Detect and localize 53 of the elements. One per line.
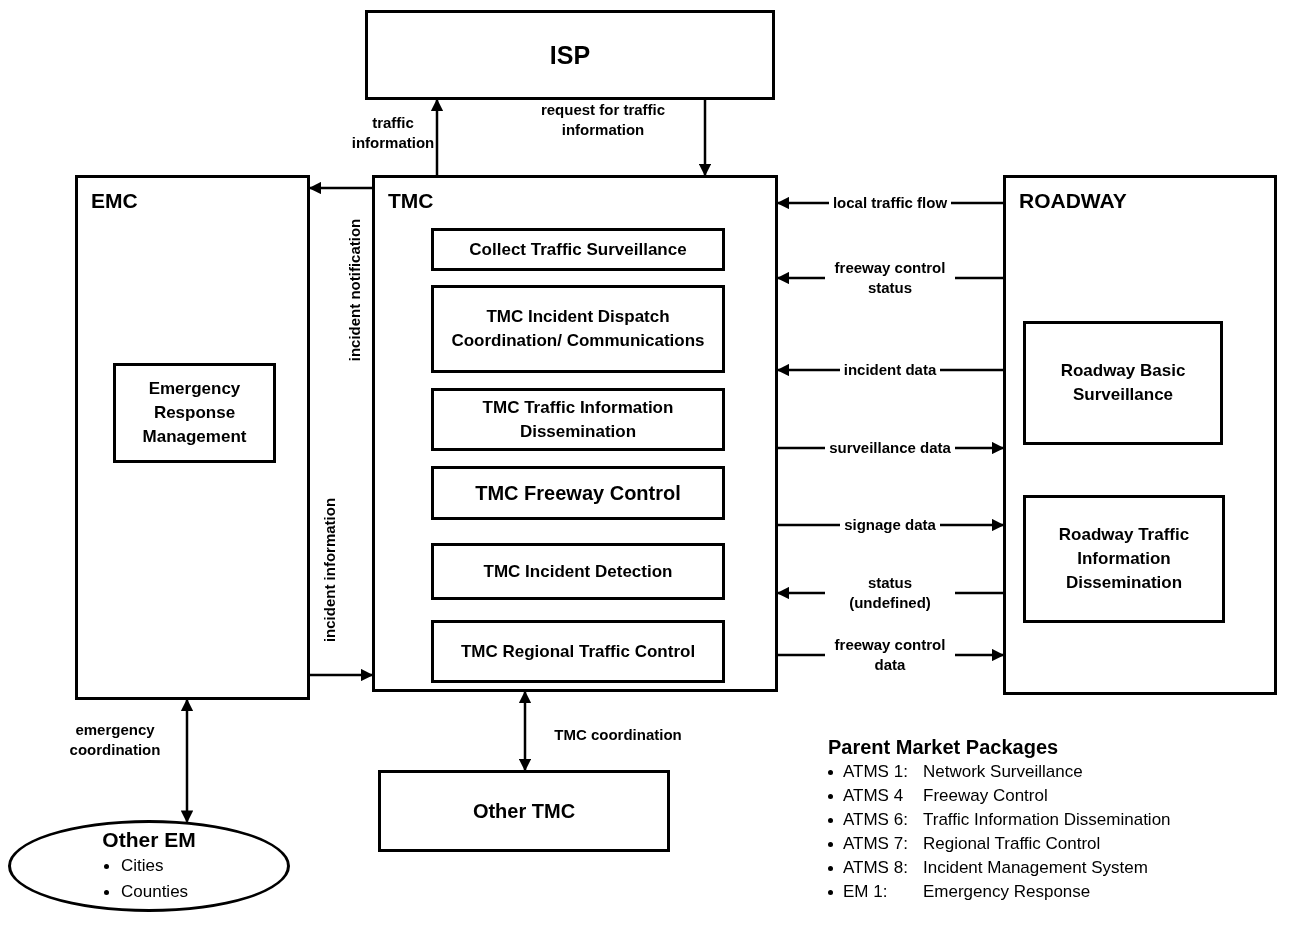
box-label: TMC Incident Dispatch Coordination/ Communications (450, 306, 706, 352)
process-box (378, 770, 670, 852)
package-name: Regional Traffic Control (923, 833, 1101, 855)
package-code: ATMS 8: (843, 857, 909, 879)
arrow (518, 690, 532, 772)
container-title: EMC (91, 188, 138, 214)
box-label: TMC Traffic Information Dissemination (481, 396, 675, 443)
process-box (431, 285, 725, 373)
package-name: Network Surveillance (923, 761, 1083, 783)
edge-label: TMC coordination (554, 725, 682, 745)
process-box (1023, 495, 1225, 623)
process-box (431, 466, 725, 520)
package-code: ATMS 6: (843, 809, 909, 831)
edge-label: emergency coordination (68, 720, 162, 760)
box-label: Roadway Basic Surveillance (1059, 360, 1187, 406)
package-code: ATMS 7: (843, 833, 909, 855)
box-label: TMC Regional Traffic Control (460, 640, 696, 663)
process-box (431, 543, 725, 600)
container-box (1003, 175, 1277, 695)
package-code: ATMS 4 (843, 785, 905, 807)
process-box (431, 620, 725, 683)
box-label: ISP (549, 43, 591, 67)
arrow (698, 100, 712, 177)
box-label: TMC Freeway Control (475, 481, 681, 505)
arrow (430, 98, 444, 175)
box-label: TMC Incident Detection (483, 560, 673, 583)
list-item: Cities (121, 855, 164, 878)
box-label: Emergency Response Management (141, 378, 248, 448)
node-title: Other EM (102, 826, 196, 853)
container-title: ROADWAY (1019, 188, 1127, 214)
list-item: Counties (121, 881, 189, 904)
arrow (310, 668, 374, 682)
package-name: Traffic Information Dissemination (923, 809, 1171, 831)
process-box (431, 228, 725, 271)
legend-heading: Parent Market Packages (828, 735, 1060, 760)
process-box (1023, 321, 1223, 445)
process-box (365, 10, 775, 100)
package-code: ATMS 1: (843, 761, 909, 783)
package-name: Freeway Control (923, 785, 1048, 807)
container-title: TMC (388, 188, 434, 214)
package-code: EM 1: (843, 881, 889, 903)
container-box (372, 175, 778, 692)
process-box (431, 388, 725, 451)
package-name: Emergency Response (923, 881, 1091, 903)
box-label: Roadway Traffic Information Dissemination (1057, 524, 1191, 594)
edge-label: request for traffic information (539, 100, 667, 140)
edge-label: traffic information (350, 113, 436, 153)
package-name: Incident Management System (923, 857, 1148, 879)
process-box (113, 363, 276, 463)
container-box (75, 175, 310, 700)
box-label: Other TMC (472, 799, 576, 823)
arrow (308, 181, 372, 195)
box-label: Collect Traffic Surveillance (469, 238, 687, 261)
